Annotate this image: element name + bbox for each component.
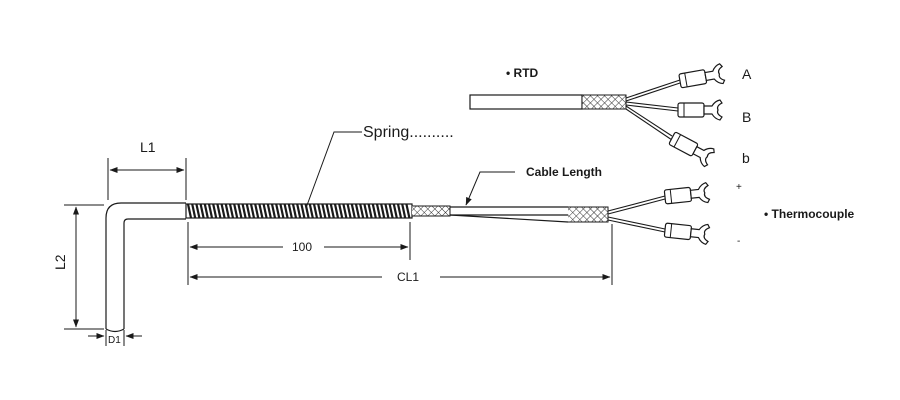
spring-turn (359, 203, 365, 219)
spring-turn (333, 203, 340, 219)
cable-main (412, 205, 609, 223)
spring-turn (207, 203, 214, 219)
dim-l2 (64, 204, 104, 330)
label-tc-minus: - (737, 236, 740, 247)
spring-turn (224, 203, 230, 219)
dim-100 (187, 222, 411, 285)
spring-turn (186, 203, 193, 219)
spring-turn (312, 203, 319, 219)
spring-turn (300, 203, 306, 219)
spring-turn (388, 203, 394, 219)
spring-turn (262, 203, 268, 219)
rtd-terminal-b-lower (668, 131, 715, 168)
dim-l1 (107, 158, 187, 200)
spring-turn (283, 203, 289, 219)
label-cable-length: Cable Length (526, 165, 602, 179)
spring-turn (371, 203, 377, 219)
spring-turn (308, 203, 314, 219)
label-thermocouple: • Thermocouple (764, 207, 855, 221)
spring-turn (275, 203, 281, 219)
spring-turn (384, 203, 390, 219)
probe-sheath (105, 202, 186, 333)
spring-turn (258, 203, 264, 219)
spring-turn (396, 203, 403, 219)
tc-terminal-plus (663, 181, 711, 205)
tc-terminal-minus (663, 222, 711, 246)
label-cl1: CL1 (397, 270, 419, 284)
spring-turn (199, 203, 205, 219)
label-tc-plus: + (736, 182, 742, 193)
spring-turn (220, 203, 226, 219)
label-l1: L1 (140, 139, 156, 155)
thermocouple-leads (607, 195, 666, 233)
spring-turn (245, 203, 251, 219)
spring-turn (321, 203, 327, 219)
spring-turn (279, 203, 285, 219)
spring-turn (249, 203, 256, 219)
label-rtd: • RTD (506, 66, 539, 80)
spring-turn (296, 203, 302, 219)
rtd-terminal-a (678, 63, 726, 89)
spring-turn (228, 203, 235, 219)
spring-turn (329, 203, 335, 219)
spring-turn (317, 203, 323, 219)
spring-turn (237, 203, 243, 219)
label-rtd-b-lower: b (742, 150, 750, 166)
label-spring: Spring.......... (363, 124, 454, 141)
spring-turn (191, 203, 197, 219)
spring-turn (212, 203, 218, 219)
spring-turn (342, 203, 348, 219)
spring-turn (367, 203, 373, 219)
spring-turn (291, 203, 298, 219)
spring-turn (203, 203, 209, 219)
rtd-cable (469, 94, 627, 110)
spring-turn (338, 203, 344, 219)
spring-turn (266, 203, 272, 219)
spring-turn (375, 203, 382, 219)
spring-turn (392, 203, 398, 219)
spring-turn (354, 203, 361, 219)
label-100: 100 (292, 240, 312, 254)
label-d1: D1 (108, 335, 121, 346)
spring-turn (405, 203, 411, 219)
rtd-leads (625, 79, 681, 141)
rtd-terminal-b (677, 99, 723, 121)
spring-turn (254, 203, 260, 219)
spring-turn (350, 203, 356, 219)
label-l2: L2 (52, 254, 68, 270)
spring-turn (325, 203, 331, 219)
spring-turn (380, 203, 386, 219)
spring-coil (185, 203, 413, 219)
spring-turn (216, 203, 222, 219)
spring-turn (241, 203, 247, 219)
spring-turn (195, 203, 201, 219)
spring-turn (363, 203, 369, 219)
label-rtd-a: A (742, 66, 752, 82)
spring-turn (233, 203, 239, 219)
spring-leader (305, 131, 362, 209)
cable-length-leader (465, 171, 515, 206)
spring-turn (287, 203, 293, 219)
dim-d1 (88, 330, 142, 346)
spring-turn (270, 203, 277, 219)
spring-turn (346, 203, 352, 219)
dim-cl1 (189, 224, 613, 285)
spring-turn (401, 203, 407, 219)
label-rtd-b: B (742, 109, 751, 125)
